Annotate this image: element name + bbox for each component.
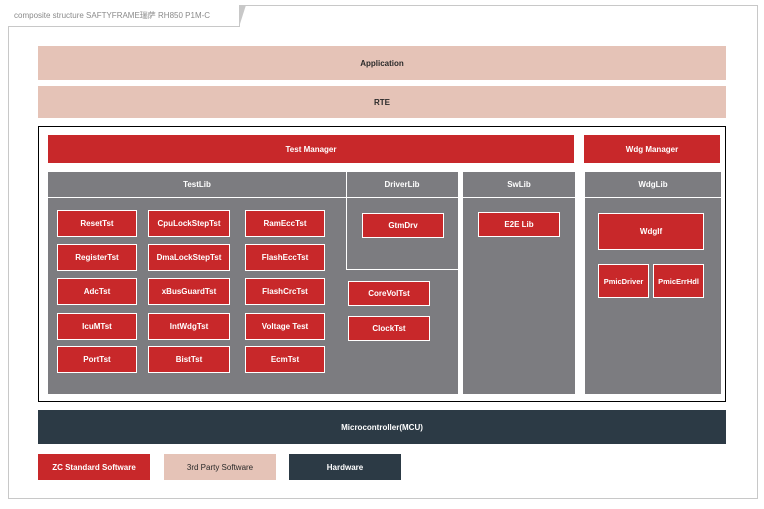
e2e-lib-block: E2E Lib xyxy=(478,212,560,237)
legend-hardware: Hardware xyxy=(289,454,401,480)
dmalocksteptst-block: DmaLockStepTst xyxy=(148,244,230,271)
flasheccst-block: FlashEccTst xyxy=(245,244,325,271)
flashcrctst-block: FlashCrcTst xyxy=(245,278,325,305)
corevoltst-block: CoreVolTst xyxy=(348,281,430,306)
diagram-title-tab xyxy=(8,5,246,27)
legend-zc-standard-software: ZC Standard Software xyxy=(38,454,150,480)
bisttst-block: BistTst xyxy=(148,346,230,373)
driverlib-title: DriverLib xyxy=(346,172,458,198)
xbusguardtst-block: xBusGuardTst xyxy=(148,278,230,305)
wdglib-title: WdgLib xyxy=(585,172,721,198)
cpulocksteptst-block: CpuLockStepTst xyxy=(148,210,230,237)
voltage-test-block: Voltage Test xyxy=(245,313,325,340)
microcontroller-layer: Microcontroller(MCU) xyxy=(38,410,726,444)
pmicerrhdl-block: PmicErrHdl xyxy=(653,264,704,298)
registertst-block: RegisterTst xyxy=(57,244,137,271)
legend-third-party-software: 3rd Party Software xyxy=(164,454,276,480)
intwdgtst-block: IntWdgTst xyxy=(148,313,230,340)
icumtst-block: IcuMTst xyxy=(57,313,137,340)
application-layer: Application xyxy=(38,46,726,80)
gtmdrv-block: GtmDrv xyxy=(362,213,444,238)
pmicdriver-block: PmicDriver xyxy=(598,264,649,298)
swlib-panel: SwLib xyxy=(463,172,575,394)
adctst-block: AdcTst xyxy=(57,278,137,305)
wdgif-block: WdgIf xyxy=(598,213,704,250)
clocktst-block: ClockTst xyxy=(348,316,430,341)
swlib-title: SwLib xyxy=(463,172,575,198)
rameccst-block: RamEccTst xyxy=(245,210,325,237)
porttst-block: PortTst xyxy=(57,346,137,373)
diagram-title: composite structure SAFTYFRAME瑞萨 RH850 P… xyxy=(14,11,211,20)
ecmtst-block: EcmTst xyxy=(245,346,325,373)
wdg-manager: Wdg Manager xyxy=(584,135,720,163)
test-manager: Test Manager xyxy=(48,135,574,163)
testlib-title: TestLib xyxy=(48,172,346,198)
resettst-block: ResetTst xyxy=(57,210,137,237)
rte-layer: RTE xyxy=(38,86,726,118)
